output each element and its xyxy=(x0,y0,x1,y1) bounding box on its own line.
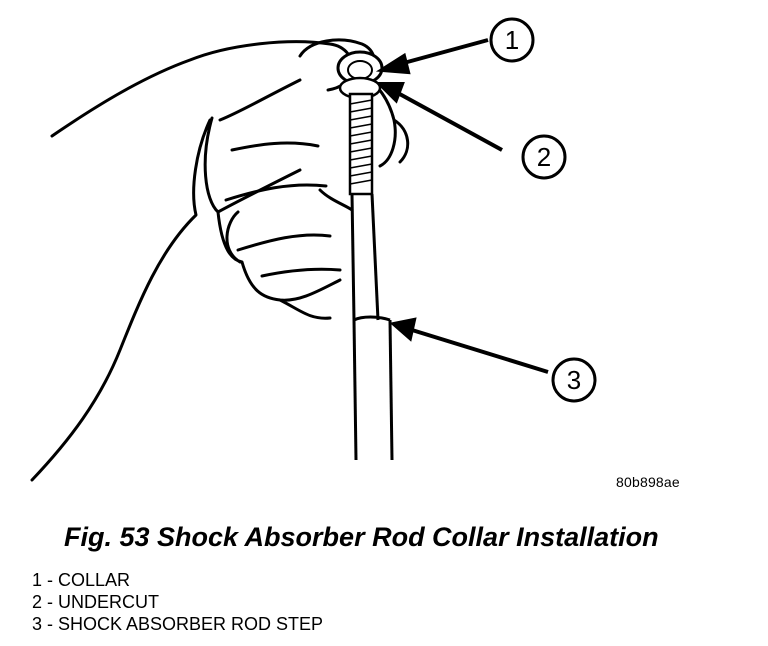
svg-text:2: 2 xyxy=(537,142,551,172)
callout-arrows xyxy=(375,38,549,374)
illustration-figure: 1 2 3 xyxy=(30,17,597,482)
callout-3: 3 xyxy=(551,357,597,403)
svg-text:3: 3 xyxy=(567,365,581,395)
callout-1: 1 xyxy=(489,17,535,63)
collar-part xyxy=(336,50,384,100)
threaded-rod xyxy=(348,92,374,196)
figure-reference-code: 80b898ae xyxy=(616,474,680,490)
callout-2: 2 xyxy=(521,134,567,180)
svg-text:1: 1 xyxy=(505,25,519,55)
legend-item-collar: 1 - COLLAR xyxy=(32,570,131,590)
legend-item-rod-step: 3 - SHOCK ABSORBER ROD STEP xyxy=(32,614,324,634)
legend-list: 1 - COLLAR 2 - UNDERCUT 3 - SHOCK ABSORB… xyxy=(32,569,323,635)
shock-rod-shaft xyxy=(350,193,394,461)
figure-caption: Fig. 53 Shock Absorber Rod Collar Instal… xyxy=(64,522,659,552)
finger-creases xyxy=(224,141,342,278)
legend-item-undercut: 2 - UNDERCUT xyxy=(32,592,160,612)
